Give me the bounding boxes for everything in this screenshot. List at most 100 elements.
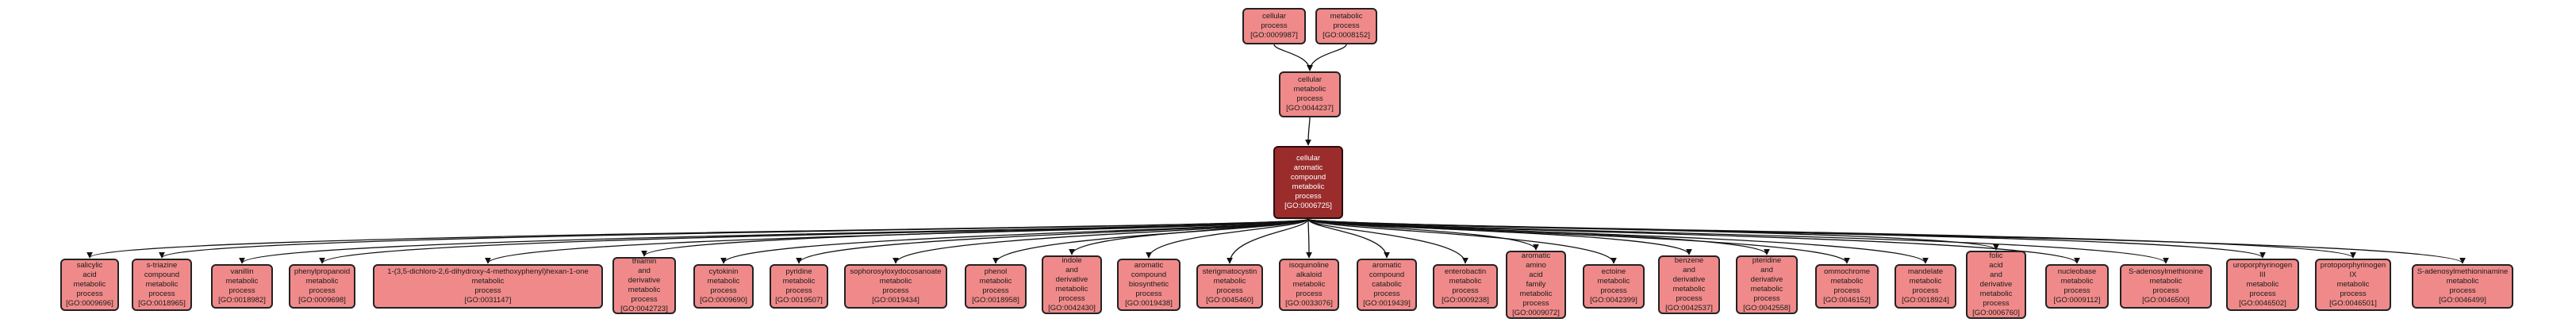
term-label-line: [GO:0046502]: [2239, 299, 2286, 308]
term-label-line: S-adenosylmethioninamine: [2417, 267, 2509, 276]
term-label-line: metabolic: [2446, 277, 2479, 286]
graph-edge: [1307, 218, 2356, 259]
term-label-line: cellular: [1296, 154, 1321, 163]
term-label-line: metabolic: [628, 286, 661, 294]
term-label-line: [GO:0044237]: [1286, 104, 1334, 113]
term-label-line: [GO:0009072]: [1512, 309, 1560, 317]
term-label-line: process: [309, 286, 336, 295]
term-label-line: cellular: [1297, 75, 1323, 84]
term-label-line: process: [1135, 290, 1162, 298]
term-label-line: alkaloid: [1296, 271, 1323, 279]
term-label-line: process: [710, 286, 737, 295]
term-label-line: metabolic: [1519, 290, 1553, 298]
term-label-line: [GO:0006725]: [1284, 201, 1332, 210]
term-label-line: process: [982, 286, 1009, 295]
term-label-line: compound: [144, 271, 180, 279]
term-label-line: [GO:0009696]: [66, 299, 113, 308]
term-label-line: aromatic: [1134, 261, 1164, 270]
term-label-line: process: [1912, 286, 1939, 295]
term-label-line: process: [228, 286, 255, 295]
term-label-line: [GO:0009690]: [700, 296, 747, 305]
term-label-line: derivative: [1979, 280, 2013, 289]
graph-edge: [1307, 44, 1347, 71]
term-label-line: process: [1452, 286, 1479, 295]
term-label-line: metabolic: [471, 277, 505, 286]
term-label-line: indole: [1061, 256, 1082, 265]
term-label-line: metabolic: [1597, 277, 1630, 286]
term-label-line: metabolic: [225, 277, 259, 286]
term-label-line: enterobactin: [1444, 267, 1487, 276]
term-label-line: process: [474, 286, 501, 295]
term-label-line: and: [1065, 266, 1078, 274]
graph-edge: [1146, 218, 1309, 259]
term-label-line: metabolic: [305, 277, 339, 286]
term-label-line: process: [882, 286, 909, 295]
term-label-line: derivative: [1055, 275, 1088, 284]
term-label-line: metabolic: [2246, 280, 2279, 289]
graph-edge: [1307, 218, 2466, 264]
term-label-line: [GO:0033076]: [1285, 299, 1333, 308]
term-label-line: derivative: [628, 276, 661, 285]
term-label-line: [GO:0019438]: [1125, 299, 1173, 308]
term-label-line: folic: [1989, 251, 2003, 260]
term-label-line: metabolic: [1979, 290, 2013, 298]
term-label-line: process: [76, 290, 103, 298]
term-label-line: catabolic: [1372, 280, 1402, 289]
term-label-line: phenol: [984, 267, 1008, 276]
term-label-line: metabolic: [979, 277, 1012, 286]
term-label-line: [GO:0042558]: [1743, 304, 1791, 313]
term-label-line: biosynthetic: [1128, 280, 1169, 289]
term-label-line: process: [785, 286, 812, 295]
term-label-line: ommochrome: [1823, 267, 1871, 276]
term-label-line: process: [1833, 286, 1860, 295]
term-label-line: process: [2340, 290, 2367, 298]
term-label-line: pteridine: [1752, 256, 1782, 265]
term-label-line: [GO:0018965]: [138, 299, 186, 308]
term-label-line: [GO:0046152]: [1823, 296, 1871, 305]
term-node[interactable]: 1-(3,5-dichloro-2,6-dihydroxy-4-methoxyp…: [373, 264, 603, 309]
term-label-line: [GO:0009238]: [1442, 296, 1489, 305]
term-label-line: process: [1983, 299, 2010, 308]
graph-edge: [1307, 218, 2169, 264]
term-label-line: metabolic: [1672, 285, 1706, 294]
term-label-line: [GO:0009112]: [2053, 296, 2101, 305]
term-label-line: [GO:0019439]: [1363, 299, 1411, 308]
term-label-line: aromatic: [1293, 163, 1323, 172]
term-label-line: [GO:0018958]: [972, 296, 1019, 305]
term-label-line: process: [1373, 290, 1400, 298]
term-label-line: process: [1216, 286, 1243, 295]
term-label-line: cellular: [1261, 12, 1287, 21]
